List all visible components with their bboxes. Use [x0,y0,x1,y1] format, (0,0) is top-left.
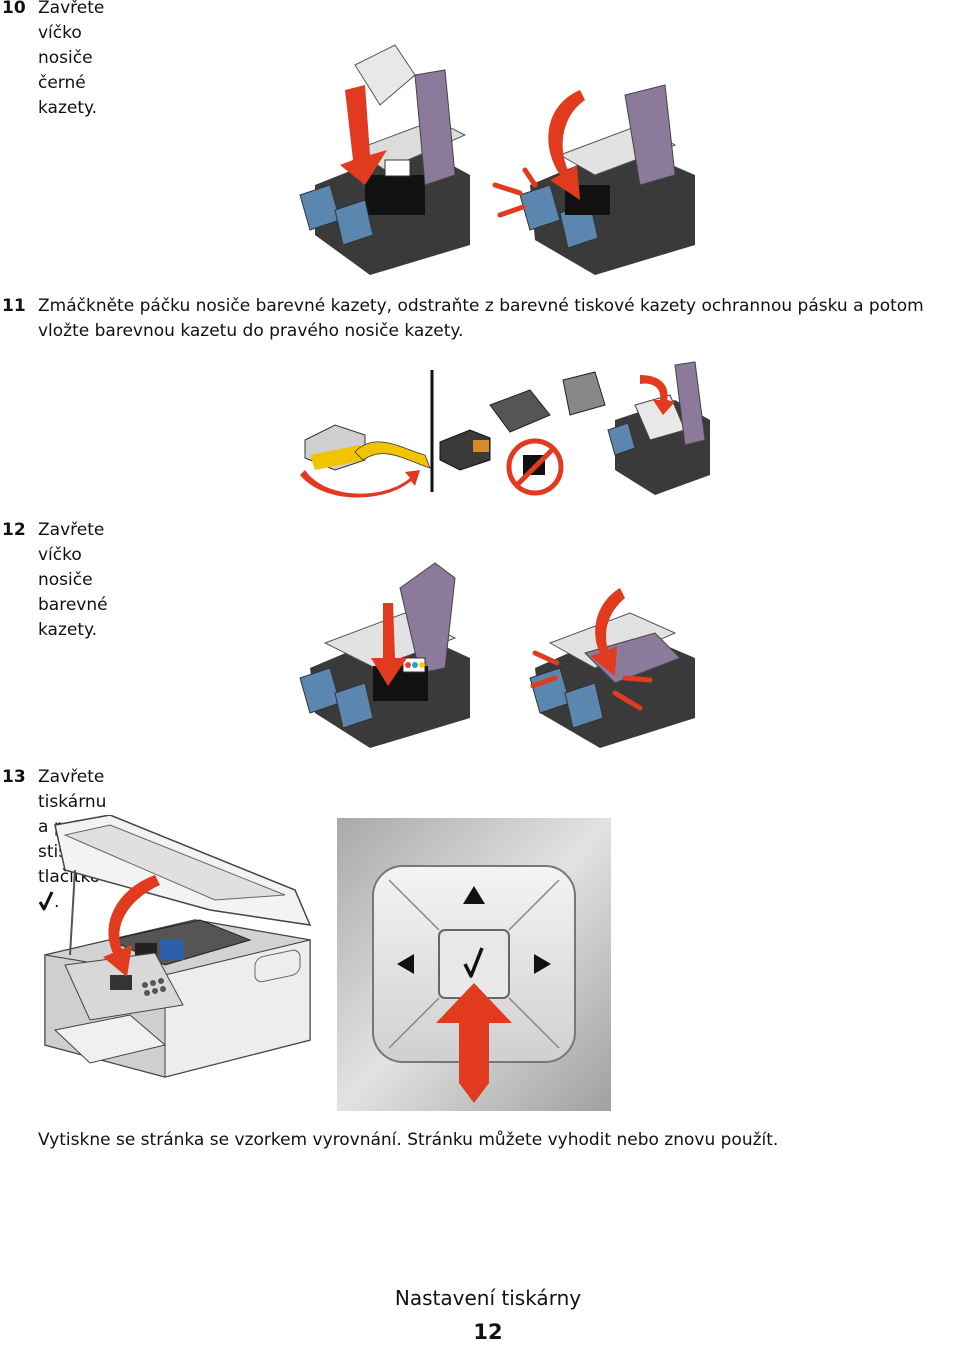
do-not-touch-icon [506,438,564,496]
close-color-cartridge-lid-illustration [299,562,695,748]
control-panel-buttons-illustration [337,818,611,1111]
arrow-up-pointer-icon [436,983,512,1103]
arrow-right-icon[interactable] [534,954,551,974]
cartridge-nozzle-view [439,429,491,471]
cartridge-carrier-closing [529,612,695,748]
step-text: Zavřete víčko nosiče barevné kazety. [38,520,108,640]
control-panel [64,952,184,1021]
close-black-cartridge-lid-illustration [299,44,695,275]
checkmark-icon [38,891,54,911]
cartridge-carrier-closing [519,84,695,275]
result-note: Vytiskne se stránka se vzorkem vyrovnání… [38,1130,779,1150]
step-text: Zmáčkněte páčku nosiče barevné kazety, o… [38,296,924,341]
step-text: Zavřete víčko nosiče černé kazety. [38,0,105,118]
cartridge-angled-view [489,371,606,433]
step-text-after: . [54,892,60,912]
step-number: 11 [2,296,26,316]
carrier-with-color-cartridge [607,361,710,495]
page-number: 12 [473,1320,503,1344]
insert-color-cartridge-illustration [300,361,710,498]
arrow-down-icon [340,85,387,185]
step-number: 12 [2,520,26,540]
arrow-curved-icon [548,90,585,200]
checkmark-icon [463,947,484,978]
printer-close-lid-illustration [44,815,312,1078]
footer-section-title: Nastavení tiskárny [394,1286,582,1310]
step-number: 10 [2,0,26,18]
cartridge-carrier-open [299,44,470,275]
paper-output-tray [53,1014,167,1064]
step-number: 13 [2,767,26,787]
click-burst-icon [530,650,653,711]
arrow-up-icon[interactable] [463,886,485,904]
scanner-lid-open [54,815,312,956]
arrow-down-icon [371,603,407,686]
color-cartridge-with-tape [304,424,431,471]
click-burst-icon [492,167,538,218]
arrow-curved-icon [590,588,625,676]
arrow-curved-icon [103,875,160,977]
arrow-curved-icon [300,470,420,498]
arrow-curved-icon [640,375,675,415]
arrow-left-icon[interactable] [397,954,414,974]
